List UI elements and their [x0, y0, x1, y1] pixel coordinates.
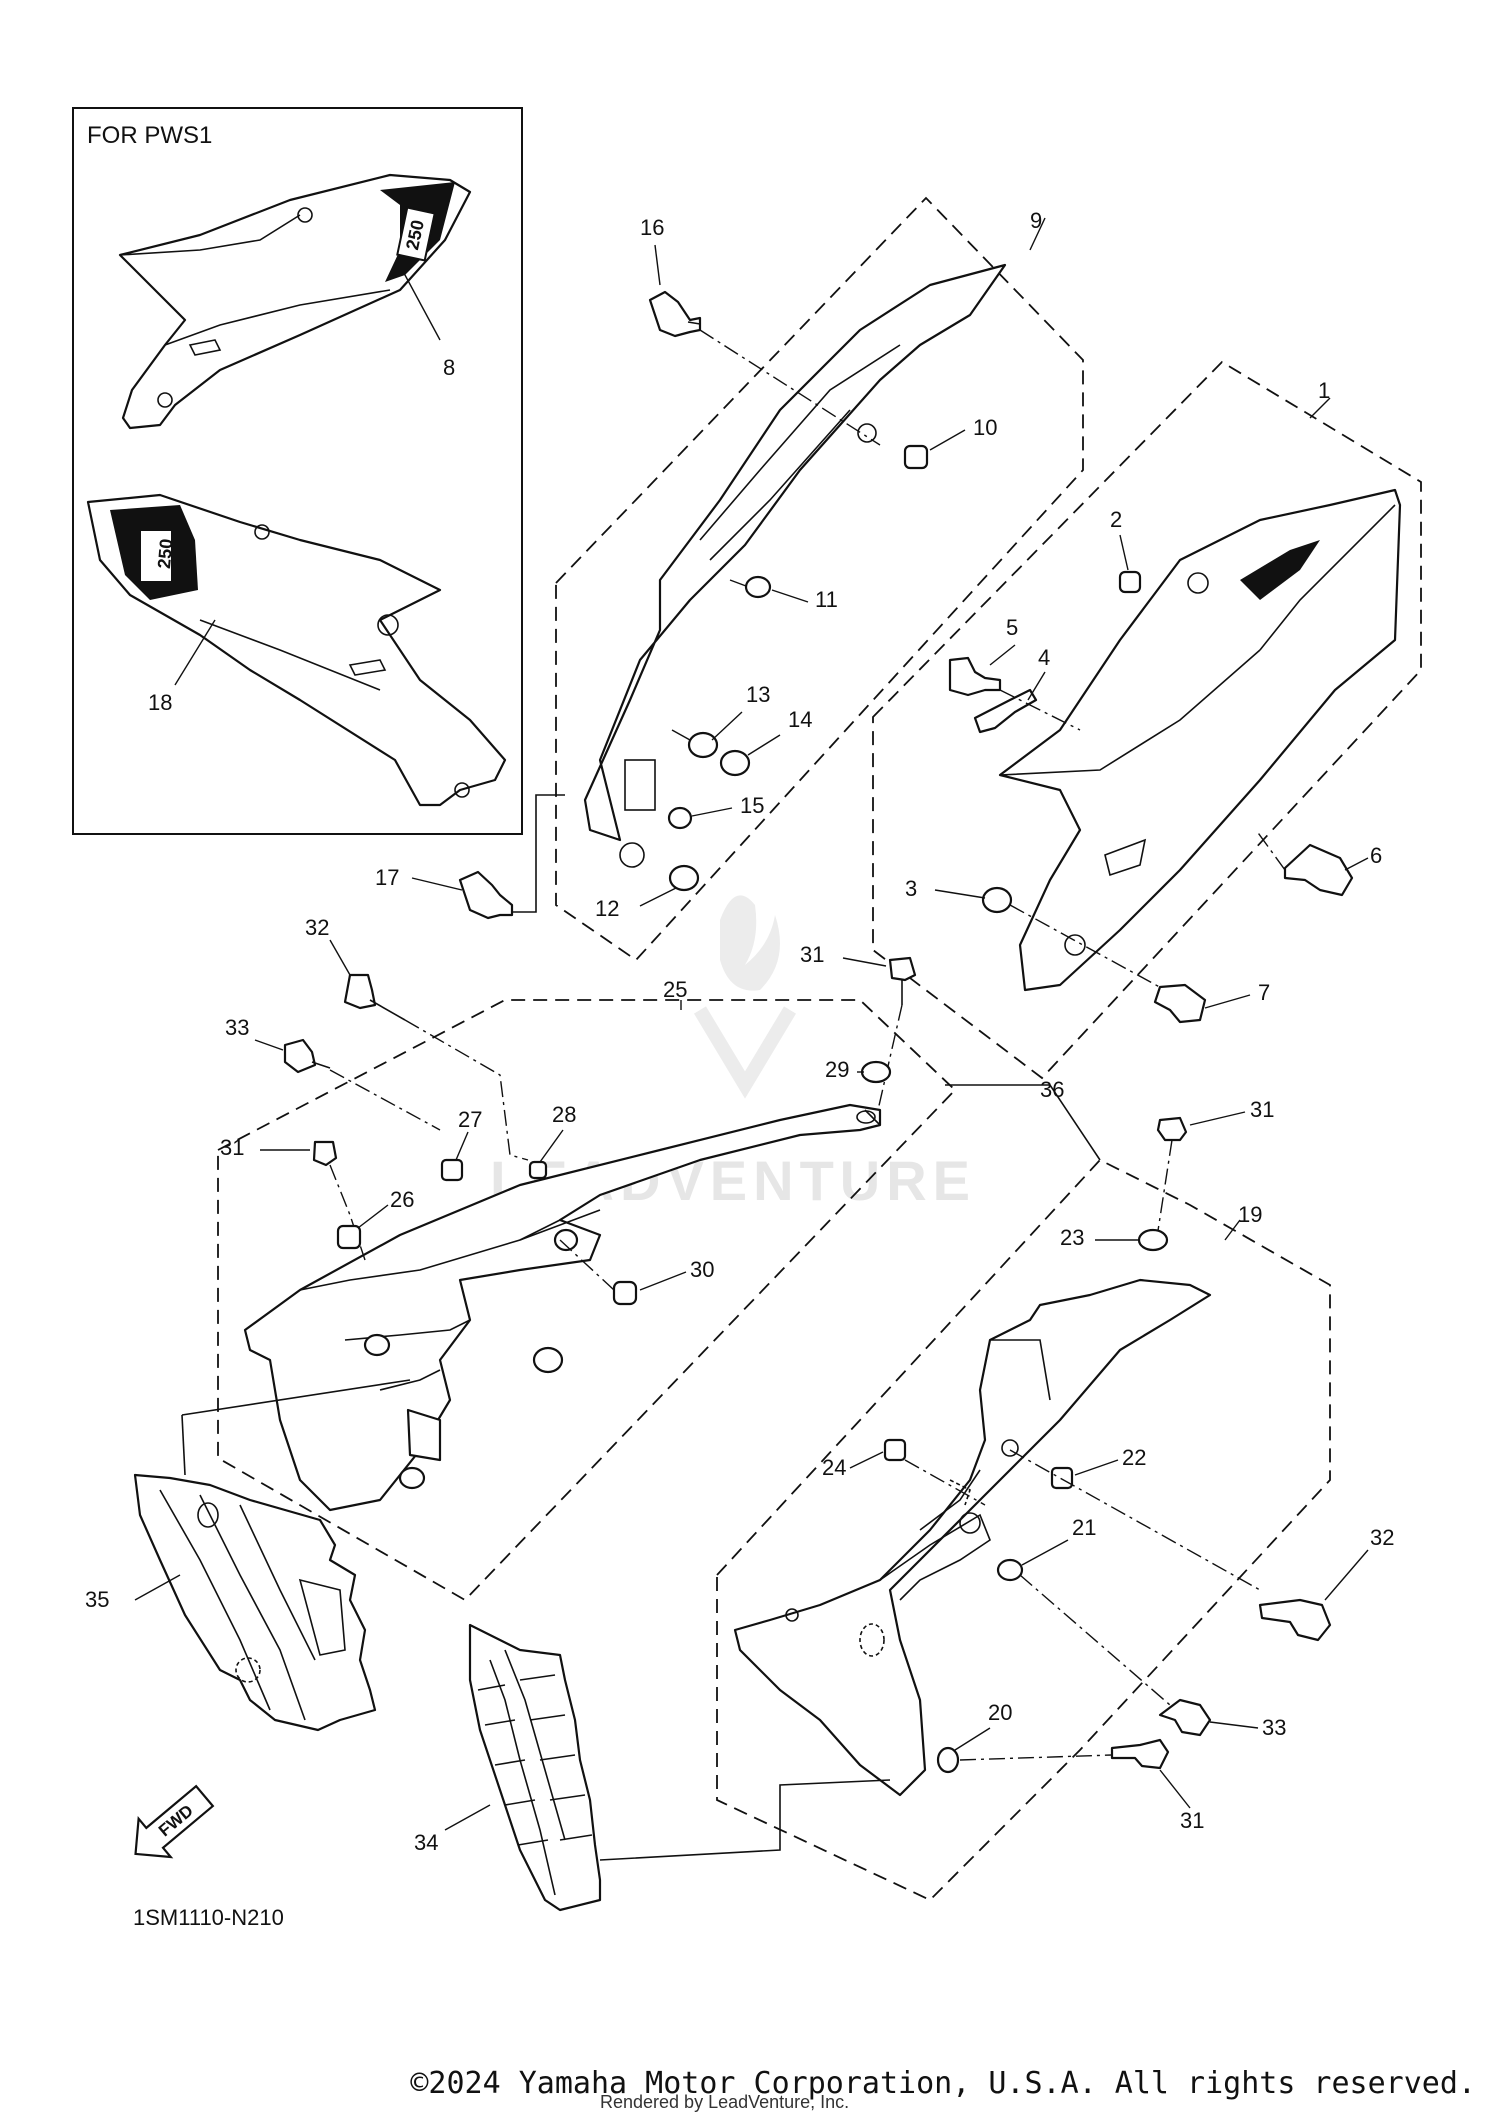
- callout-31b: 31: [800, 942, 824, 967]
- group-19-outline: [716, 1158, 1331, 1902]
- callout-25: 25: [663, 977, 687, 1002]
- callout-4: 4: [1038, 645, 1050, 670]
- rendered-by-text: Rendered by LeadVenture, Inc.: [600, 2092, 850, 2112]
- callout-32b: 32: [1370, 1525, 1394, 1550]
- callout-10: 10: [973, 415, 997, 440]
- callout-34: 34: [414, 1830, 438, 1855]
- callout-33b: 33: [1262, 1715, 1286, 1740]
- callout-9: 9: [1030, 208, 1042, 233]
- callout-31d: 31: [1180, 1808, 1204, 1833]
- callout-17: 17: [375, 865, 399, 890]
- part-9-shroud-bracket: [583, 263, 1007, 868]
- callout-16: 16: [640, 215, 664, 240]
- callout-14: 14: [788, 707, 812, 732]
- watermark: LEADVENTURE: [490, 895, 970, 1212]
- callout-36: 36: [1040, 1077, 1064, 1102]
- inset-pws1: FOR PWS1 250 8 250 18: [72, 107, 523, 835]
- part-34-radiator-louver: [468, 1623, 602, 1912]
- callout-20: 20: [988, 1700, 1012, 1725]
- callout-22: 22: [1122, 1445, 1146, 1470]
- callout-31a: 31: [220, 1135, 244, 1160]
- callout-6: 6: [1370, 843, 1382, 868]
- callout-29: 29: [825, 1057, 849, 1082]
- copyright-notice: ©2024 Yamaha Motor Corporation, U.S.A. A…: [410, 2066, 1476, 2101]
- callout-32a: 32: [305, 915, 329, 940]
- group-9-outline: [555, 196, 1084, 962]
- callout-28: 28: [552, 1102, 576, 1127]
- callout-24: 24: [822, 1455, 846, 1480]
- callout-19: 19: [1238, 1202, 1262, 1227]
- fwd-arrow-icon: FWD: [134, 1784, 215, 1859]
- callout-33a: 33: [225, 1015, 249, 1040]
- hardware-right: [883, 1116, 1332, 1774]
- part-18-shroud-graphic: 250: [86, 493, 507, 807]
- callout-35: 35: [85, 1587, 109, 1612]
- callout-11: 11: [815, 587, 838, 612]
- callout-3: 3: [905, 876, 917, 901]
- callout-30: 30: [690, 1257, 714, 1282]
- callout-31c: 31: [1250, 1097, 1274, 1122]
- decal-text-lower: 250: [154, 538, 177, 570]
- inset-title: FOR PWS1: [87, 122, 212, 149]
- part-19-side-cover: [733, 1278, 1212, 1797]
- callout-23: 23: [1060, 1225, 1084, 1250]
- callout-2: 2: [1110, 507, 1122, 532]
- part-1-radiator-shroud: [998, 488, 1402, 992]
- part-8-shroud-graphic: 250: [118, 173, 472, 430]
- callout-15: 15: [740, 793, 764, 818]
- group-1-outline: [872, 360, 1422, 1080]
- callout-7: 7: [1258, 980, 1270, 1005]
- callout-21: 21: [1072, 1515, 1096, 1540]
- callout-12: 12: [595, 896, 619, 921]
- part-35-radiator-guard: [133, 1473, 377, 1732]
- callout-1: 1: [1318, 378, 1330, 403]
- callout-26: 26: [390, 1187, 414, 1212]
- callout-27: 27: [458, 1107, 482, 1132]
- callout-5: 5: [1006, 615, 1018, 640]
- callout-8: 8: [443, 355, 455, 380]
- callout-13: 13: [746, 682, 770, 707]
- hardware-top: [458, 290, 1354, 1024]
- diagram-code: 1SM1110-N210: [133, 1905, 284, 1930]
- callout-18: 18: [148, 690, 172, 715]
- part-25-frame-bracket: [243, 1103, 882, 1512]
